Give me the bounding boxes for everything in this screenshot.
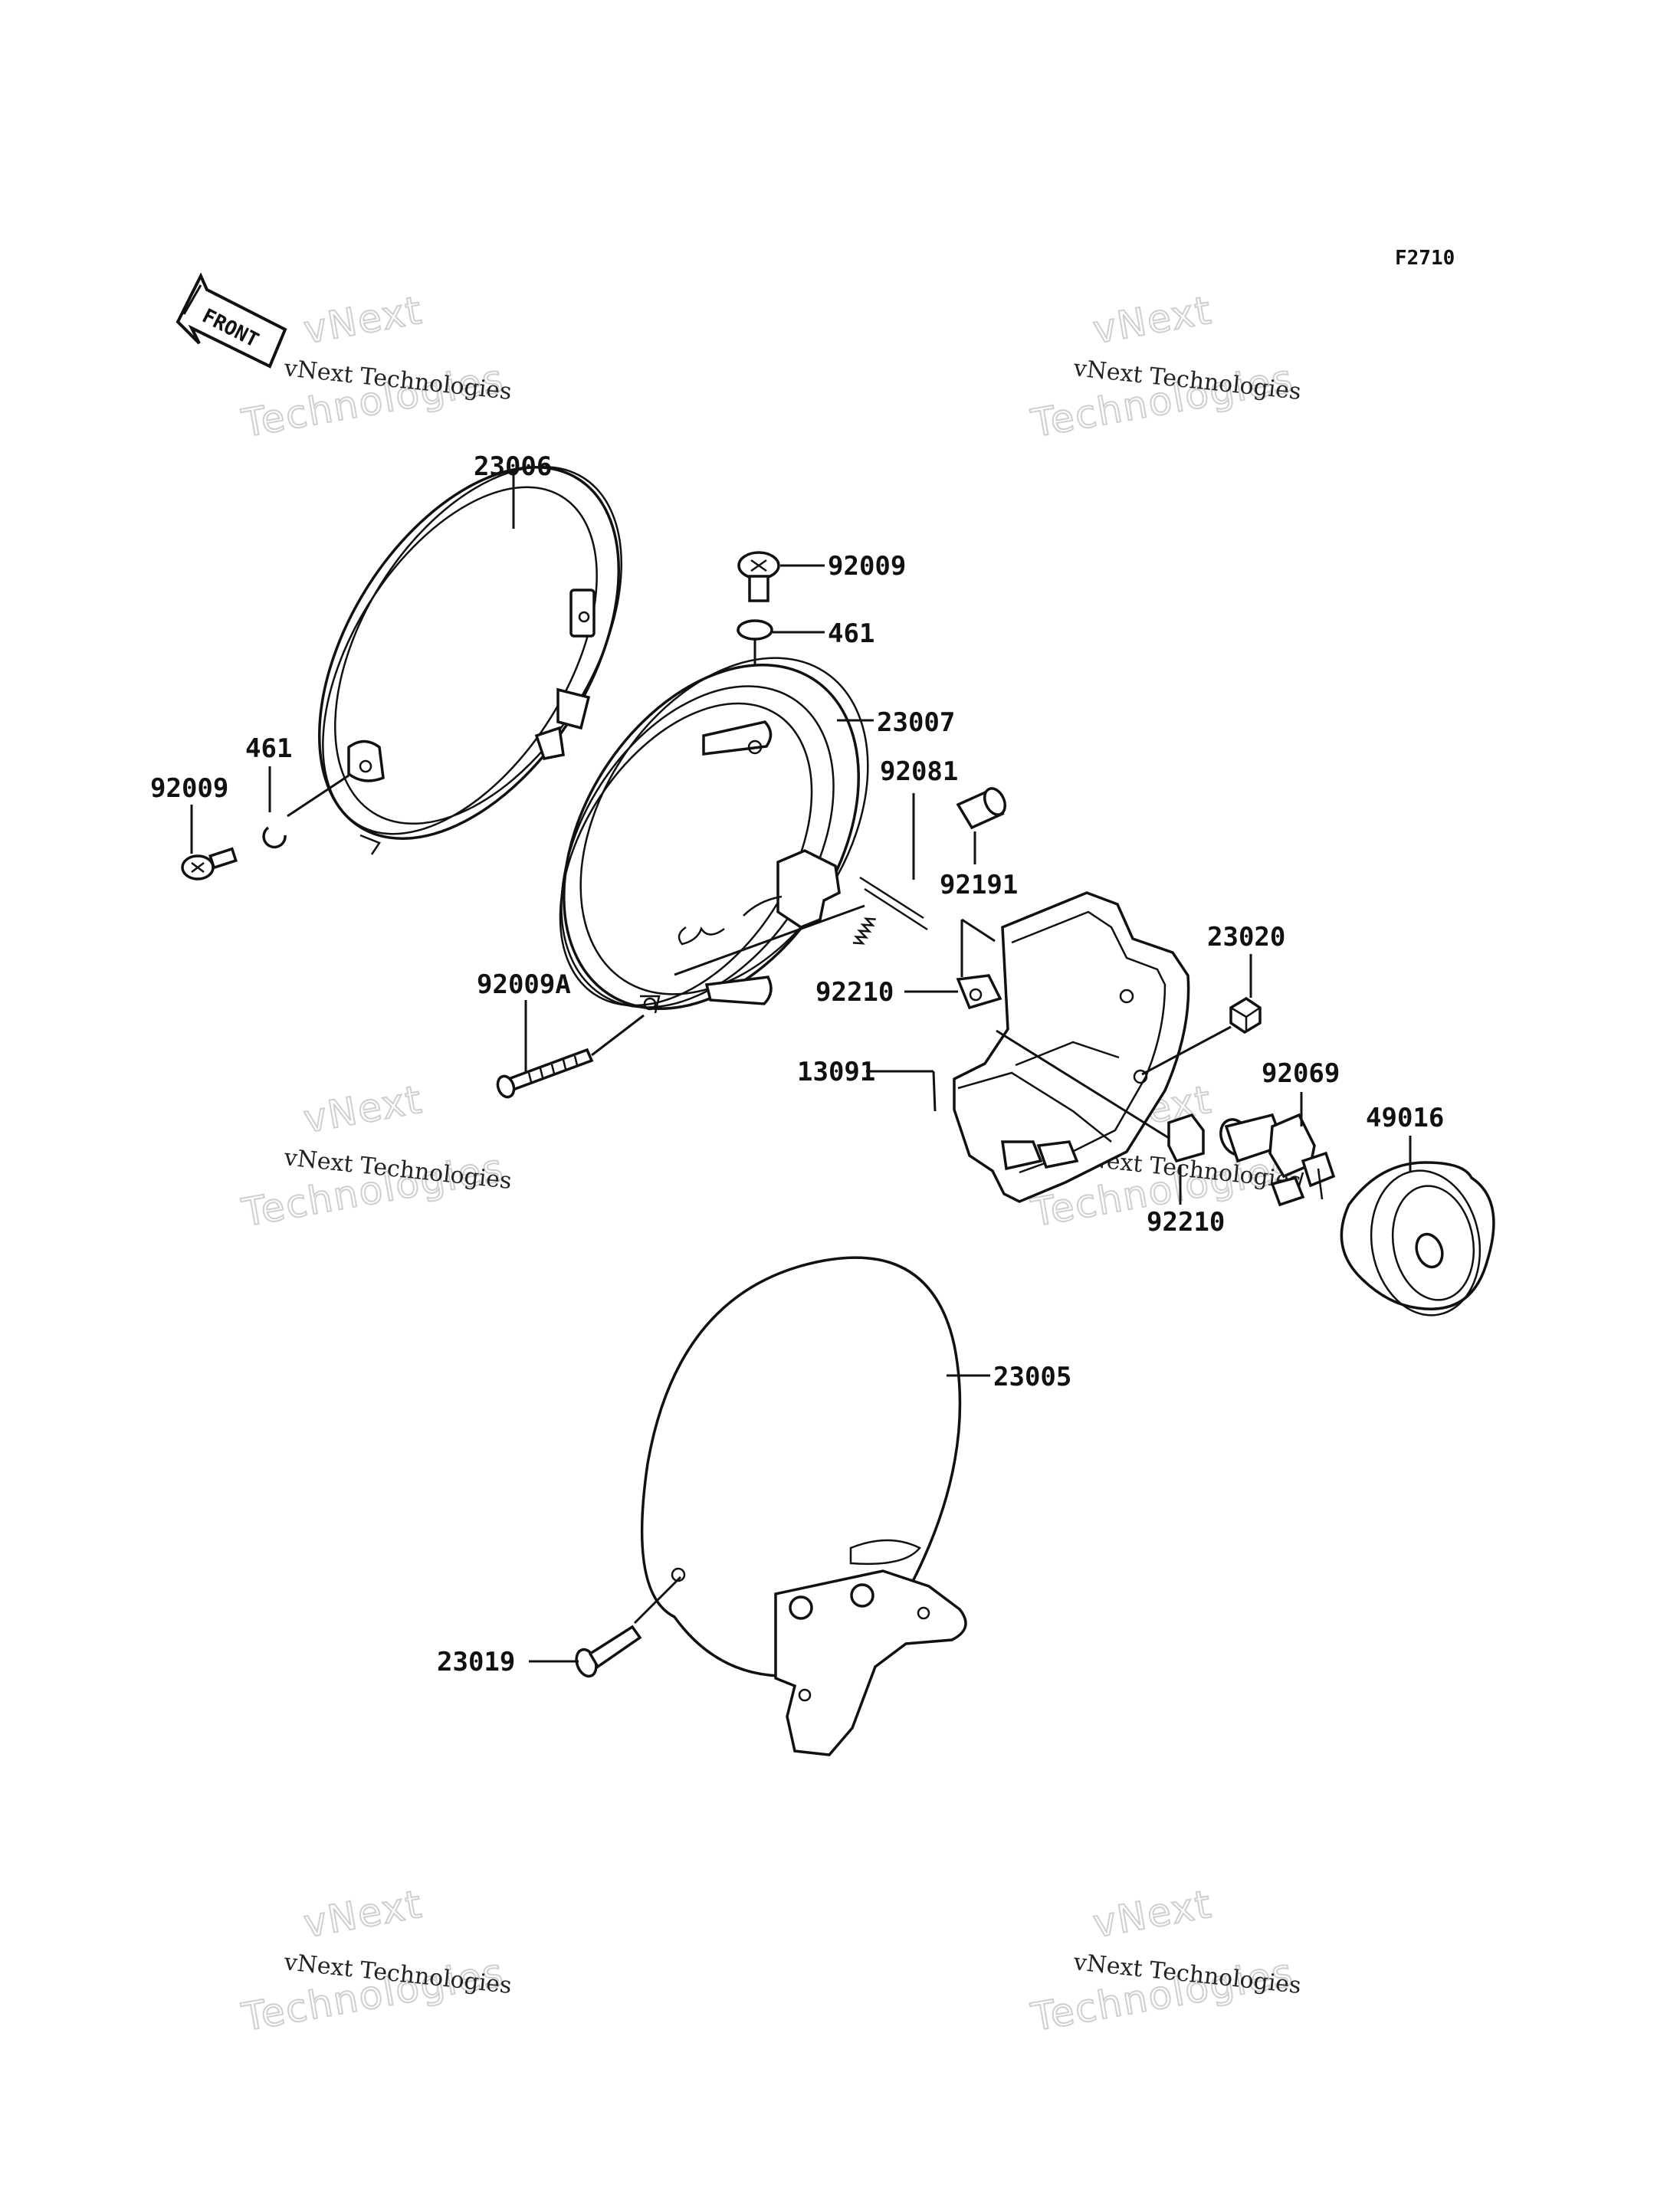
front-arrow-icon: FRONT xyxy=(176,272,287,369)
label-49016: 49016 xyxy=(1366,1103,1444,1133)
screw-top-icon xyxy=(737,551,780,602)
screw-bottom-icon xyxy=(575,1625,642,1678)
label-23006: 23006 xyxy=(474,451,552,482)
headlight-unit xyxy=(559,657,869,1014)
watermark-top-left: vNext Technologies vNext Technologies xyxy=(238,287,513,447)
nut-upper-icon xyxy=(956,974,1002,1010)
washer-left-icon xyxy=(262,826,287,849)
nut-lower-icon xyxy=(1167,1113,1205,1163)
label-92210-lower: 92210 xyxy=(1147,1207,1225,1238)
label-92009A: 92009A xyxy=(477,969,571,1000)
spring-icon xyxy=(852,876,928,945)
diagram-code: F2710 xyxy=(1395,247,1455,270)
label-92069: 92069 xyxy=(1262,1058,1340,1089)
headlight-rim xyxy=(317,465,622,855)
label-23019: 23019 xyxy=(437,1647,515,1677)
svg-text:vNext: vNext xyxy=(300,1077,426,1142)
sleeve-icon xyxy=(956,787,1007,830)
svg-text:vNext: vNext xyxy=(1090,1882,1216,1946)
headlight-bracket xyxy=(953,891,1190,1203)
label-23020: 23020 xyxy=(1207,922,1285,953)
screw-left-icon xyxy=(181,847,238,880)
label-92009-top: 92009 xyxy=(828,551,906,582)
svg-text:vNext: vNext xyxy=(1090,288,1216,353)
watermark-top-right: vNext Technologies vNext Technologies xyxy=(1027,287,1302,447)
headlight-housing xyxy=(640,1256,967,1756)
washer-top-icon xyxy=(737,619,773,641)
watermark-mid-left: vNext Technologies vNext Technologies xyxy=(238,1077,513,1236)
label-461-top: 461 xyxy=(828,618,874,649)
svg-text:vNext: vNext xyxy=(300,1882,426,1946)
svg-text:vNext: vNext xyxy=(300,288,426,353)
label-23007: 23007 xyxy=(877,707,955,738)
label-23005: 23005 xyxy=(993,1362,1071,1392)
label-92081: 92081 xyxy=(880,756,958,787)
bulb-icon xyxy=(1219,1113,1336,1207)
label-92210-upper: 92210 xyxy=(815,977,894,1008)
label-461-left: 461 xyxy=(245,733,292,764)
dust-cover-boot xyxy=(1340,1161,1495,1317)
long-bolt-icon xyxy=(496,1048,594,1099)
watermark-bottom-right: vNext Technologies vNext Technologies xyxy=(1027,1881,1302,2041)
cap-icon xyxy=(1229,996,1262,1035)
label-13091: 13091 xyxy=(797,1057,875,1087)
watermark-bottom-left: vNext Technologies vNext Technologies xyxy=(238,1881,513,2041)
label-92191: 92191 xyxy=(940,870,1018,900)
label-92009-left: 92009 xyxy=(150,773,228,804)
